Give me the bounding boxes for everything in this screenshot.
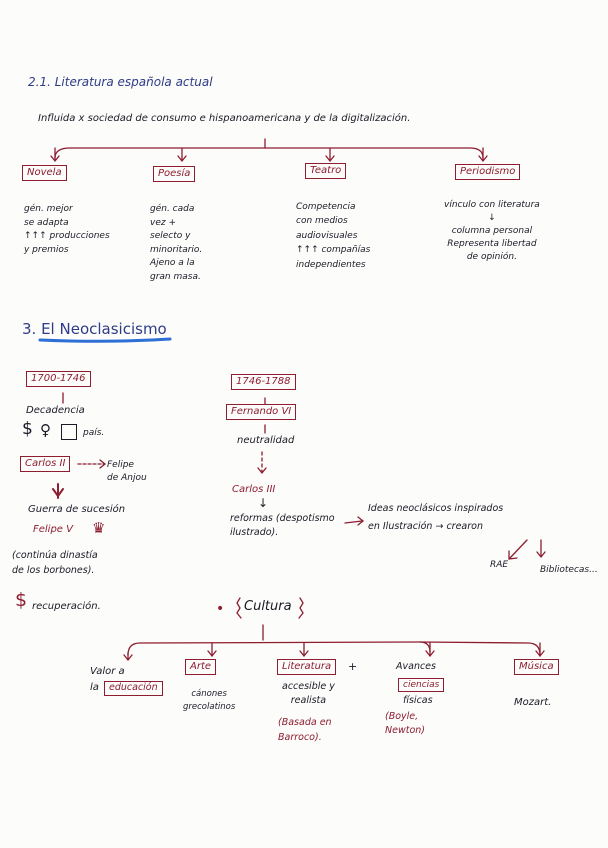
literatura-text: accesible y realista — [282, 681, 335, 707]
dollar-red-icon: $ — [15, 589, 28, 611]
mozart-text: Mozart. — [514, 697, 552, 708]
period-1700-1746: 1700-1746 — [26, 371, 91, 387]
decadencia-text: Decadencia — [26, 405, 85, 416]
tree-bracket-cultura — [127, 641, 431, 656]
branch-label-periodismo: Periodismo — [455, 164, 521, 180]
felipe-v-text: Felipe V — [33, 524, 73, 535]
crown-icon: ♛ — [92, 519, 106, 537]
tree-bracket-literatura — [54, 147, 484, 159]
guerra-sucesion-text: Guerra de sucesión — [28, 504, 126, 515]
musica-box: Música — [514, 659, 559, 675]
female-icon: ♀ — [40, 421, 51, 439]
felipe-anjou-text: Felipe de Anjou — [107, 460, 147, 484]
cultura-label: Cultura — [244, 599, 292, 614]
carlos-iii-text: Carlos III — [232, 484, 276, 495]
section-title-3: 3. El Neoclasicismo — [22, 320, 167, 338]
branch-label-poesia: Poesía — [153, 166, 196, 182]
section-title-2-1: 2.1. Literatura española actual — [28, 75, 213, 89]
continua-dinastia-text: (continúa dinastía de los borbones). — [12, 550, 98, 577]
recuperacion-text: recuperación. — [32, 601, 101, 612]
pais-text: país. — [83, 428, 105, 438]
plus-icon: + — [348, 660, 358, 673]
dollar-icon: $ — [22, 419, 33, 439]
cultura-bullet-icon: • — [216, 601, 225, 617]
arte-box: Arte — [185, 659, 217, 675]
avances-text: Avances — [396, 661, 436, 672]
reformas-text: reformas (despotismo ilustrado). — [230, 513, 335, 539]
branch-text-poesia: gén. cada vez + selecto y minoritario. A… — [150, 204, 203, 282]
section-intro: Influida x sociedad de consumo e hispano… — [38, 113, 411, 124]
ideas-neoclasicas-text: Ideas neoclásicos inspirados en Ilustrac… — [368, 503, 504, 533]
neutralidad-text: neutralidad — [237, 435, 295, 446]
ciencias-box: ciencias — [398, 678, 445, 693]
map-icon — [61, 424, 77, 440]
rae-text: RAE — [490, 560, 509, 570]
branch-label-teatro: Teatro — [305, 163, 347, 179]
branch-text-teatro: Competencia con medios audiovisuales ↑↑↑… — [296, 202, 371, 270]
valor-educacion-text: Valor a la — [90, 666, 125, 693]
educacion-box: educación — [104, 681, 163, 696]
period-1746-1788: 1746-1788 — [231, 374, 296, 390]
literatura-box: Literatura — [277, 659, 337, 675]
branch-label-novela: Novela — [22, 165, 67, 181]
bibliotecas-text: Bibliotecas... — [540, 565, 598, 575]
branch-text-periodismo: vínculo con literatura ↓ columna persona… — [444, 200, 540, 263]
fisicas-note: (Boyle, Newton) — [385, 711, 425, 737]
literatura-note: (Basada en Barroco). — [278, 717, 332, 744]
fisicas-text: físicas — [403, 695, 433, 706]
arte-text: cánones grecolatinos — [183, 689, 236, 712]
fernando-vi-box: Fernando VI — [226, 404, 297, 420]
carlos-ii-box: Carlos II — [20, 456, 71, 472]
branch-text-novela: gén. mejor se adapta ↑↑↑ producciones y … — [24, 204, 110, 255]
down-arrow-icon: ↓ — [258, 496, 269, 510]
